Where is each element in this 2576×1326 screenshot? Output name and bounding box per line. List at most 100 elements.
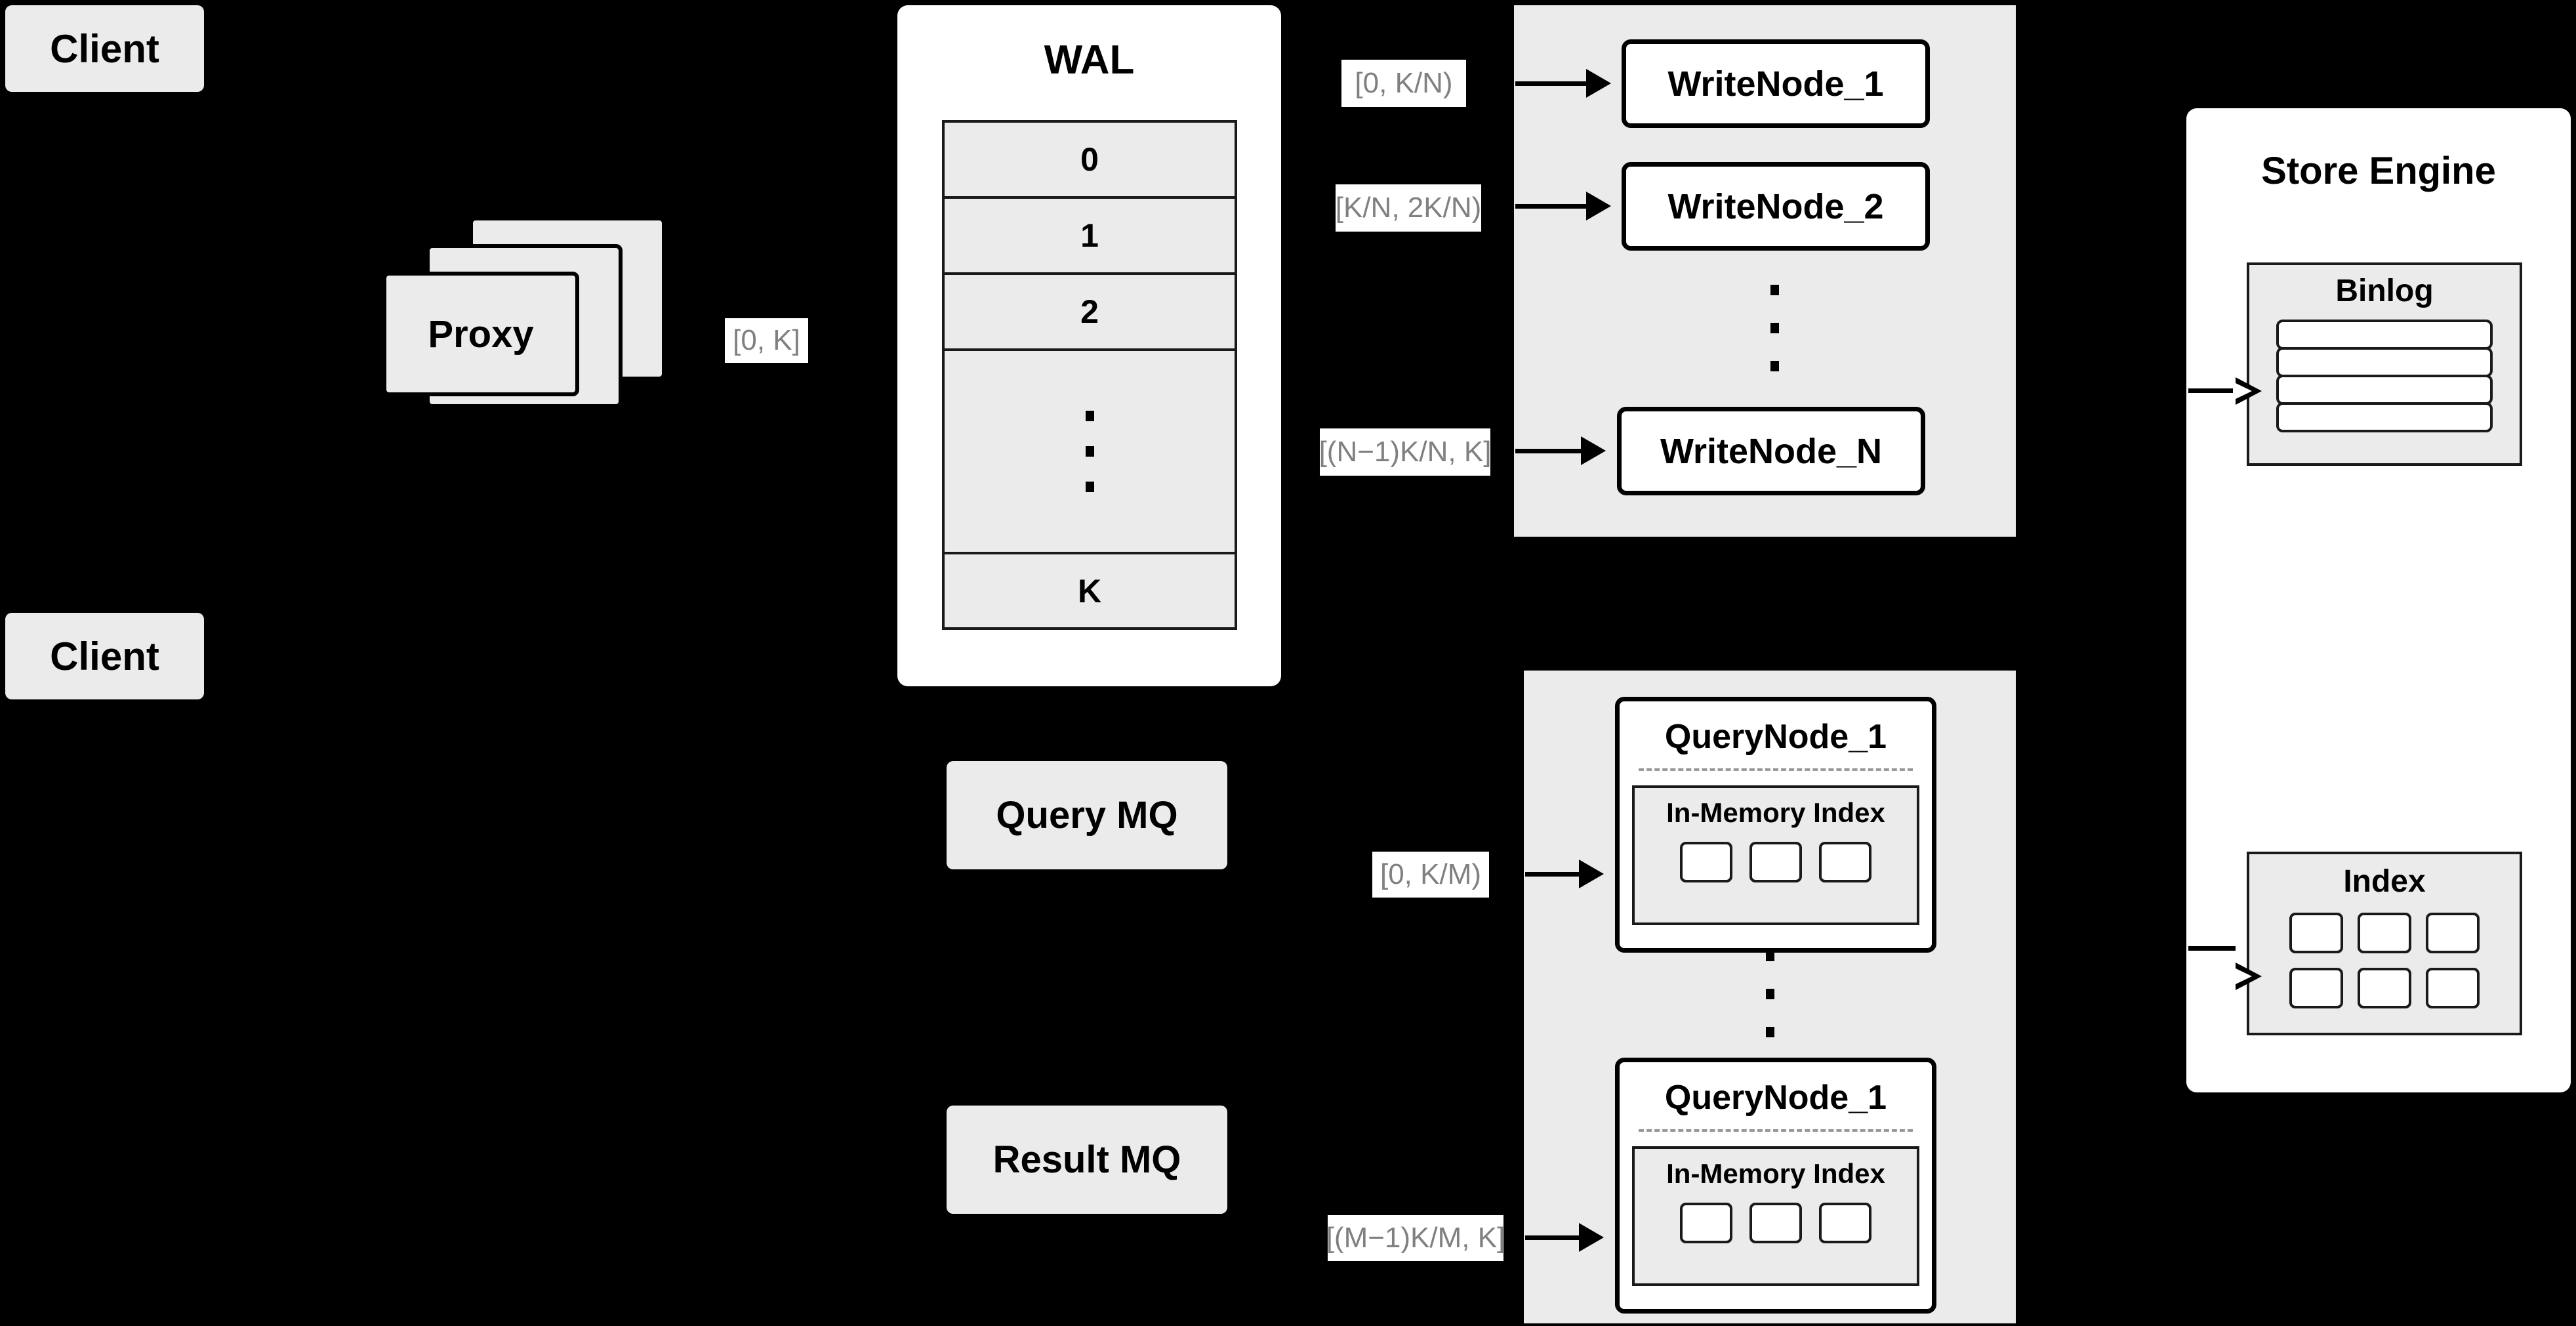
client-box-1[interactable]: Client [5, 5, 204, 92]
query-node-2-arrow-line [1525, 1235, 1579, 1240]
binlog-row-1 [2276, 320, 2493, 350]
query-node-2-index-cells [1680, 1203, 1871, 1243]
binlog-arrow-head [2233, 377, 2262, 405]
write-node-1[interactable]: WriteNode_1 [1622, 39, 1930, 128]
query-node-1-range-label: [0, K/M) [1372, 852, 1489, 898]
query-node-1-index-box: In-Memory Index [1632, 785, 1919, 925]
binlog-row-4 [2276, 402, 2493, 432]
query-node-1[interactable]: QueryNode_1 In-Memory Index [1615, 697, 1936, 953]
wal-row-ellipsis [945, 350, 1235, 555]
write-node-n-range-text: [(N−1)K/N, K] [1319, 436, 1492, 468]
query-node-2-index-title: In-Memory Index [1666, 1158, 1885, 1189]
write-node-1-range-text: [0, K/N) [1355, 67, 1453, 99]
store-engine-panel: Store Engine Binlog Index [2186, 108, 2571, 1092]
write-node-n-arrow-line [1515, 449, 1581, 453]
binlog-row-3 [2276, 375, 2493, 405]
binlog-rows [2276, 320, 2493, 432]
edge-label-proxy-to-wal-text: [0, K] [733, 324, 800, 356]
index-cell-2-1 [2289, 968, 2343, 1008]
query-node-2-range-text: [(M−1)K/M, K] [1326, 1222, 1505, 1254]
query-cluster-ellipsis [1760, 932, 1780, 1056]
query-mq-box[interactable]: Query MQ [947, 761, 1227, 869]
write-node-1-label: WriteNode_1 [1667, 64, 1884, 104]
write-node-1-range-label: [0, K/N) [1341, 60, 1466, 107]
query-node-2-label: QueryNode_1 [1664, 1079, 1887, 1117]
edge-label-proxy-to-wal: [0, K] [725, 318, 808, 363]
index-grid-row-1 [2289, 913, 2480, 953]
write-node-n[interactable]: WriteNode_N [1617, 407, 1925, 495]
index-cell-1-1 [2289, 913, 2343, 953]
wal-ellipsis-dot-3 [1085, 481, 1094, 492]
binlog-title: Binlog [2335, 274, 2434, 308]
query-node-1-arrow-head [1579, 860, 1604, 888]
wal-row-2: 2 [945, 274, 1235, 351]
wal-table: 0 1 2 K [942, 120, 1237, 630]
proxy-card-front[interactable]: Proxy [382, 272, 579, 396]
write-cluster-ellipsis [1765, 276, 1784, 381]
query-node-1-index-title: In-Memory Index [1666, 797, 1885, 828]
query-node-2-index-cell-3 [1819, 1203, 1871, 1243]
binlog-row-2 [2276, 347, 2493, 377]
query-node-2-separator [1638, 1129, 1913, 1132]
query-node-1-range-text: [0, K/M) [1380, 858, 1482, 890]
write-node-n-range-label: [(N−1)K/N, K] [1319, 428, 1492, 476]
query-node-2[interactable]: QueryNode_1 In-Memory Index [1615, 1058, 1936, 1314]
wal-row-k: K [945, 554, 1235, 627]
write-node-2-range-label: [K/N, 2K/N) [1336, 184, 1481, 232]
query-node-1-label: QueryNode_1 [1664, 718, 1887, 756]
query-node-2-range-label: [(M−1)K/M, K] [1326, 1215, 1505, 1261]
index-cell-1-2 [2358, 913, 2411, 953]
query-node-1-separator [1638, 768, 1913, 771]
query-node-1-index-cell-2 [1749, 842, 1802, 882]
proxy-label: Proxy [428, 312, 534, 356]
wal-ellipsis-dot-2 [1085, 445, 1094, 457]
write-node-1-arrow-line [1515, 81, 1586, 86]
query-node-2-arrow-head [1579, 1223, 1604, 1252]
result-mq-box[interactable]: Result MQ [947, 1106, 1227, 1214]
write-node-n-label: WriteNode_N [1660, 431, 1883, 471]
query-mq-label: Query MQ [996, 794, 1178, 837]
query-ellipsis-dot-1 [1765, 951, 1774, 961]
write-ellipsis-dot-3 [1770, 361, 1779, 371]
query-node-2-index-box: In-Memory Index [1632, 1146, 1919, 1286]
index-arrow-head [2233, 963, 2262, 990]
write-node-2-range-text: [K/N, 2K/N) [1335, 192, 1482, 224]
binlog-arrow-line [2188, 388, 2236, 393]
write-ellipsis-dot-1 [1770, 285, 1779, 295]
index-cell-1-3 [2426, 913, 2480, 953]
query-node-2-index-cell-1 [1680, 1203, 1732, 1243]
binlog-box: Binlog [2247, 262, 2522, 466]
query-ellipsis-dot-3 [1765, 1027, 1774, 1037]
index-cell-2-3 [2426, 968, 2480, 1008]
query-node-1-index-cells [1680, 842, 1871, 882]
index-grid [2289, 913, 2480, 1008]
index-arrow-line [2188, 946, 2236, 951]
wal-ellipsis-dot-1 [1085, 410, 1094, 421]
wal-row-0: 0 [945, 123, 1235, 199]
query-node-1-index-cell-1 [1680, 842, 1732, 882]
result-mq-label: Result MQ [992, 1138, 1181, 1181]
write-node-2-arrow-line [1515, 204, 1586, 209]
proxy-stack[interactable]: Proxy [382, 217, 678, 433]
write-node-2-label: WriteNode_2 [1667, 186, 1884, 226]
index-cell-2-2 [2358, 968, 2411, 1008]
wal-panel: WAL 0 1 2 K [897, 5, 1281, 686]
write-ellipsis-dot-2 [1770, 323, 1779, 333]
write-node-2-arrow-head [1586, 192, 1611, 220]
query-node-1-index-cell-3 [1819, 842, 1871, 882]
index-box: Index [2247, 852, 2522, 1035]
store-engine-title: Store Engine [2261, 150, 2496, 192]
write-node-2[interactable]: WriteNode_2 [1622, 162, 1930, 251]
write-node-1-arrow-head [1586, 69, 1611, 98]
index-grid-row-2 [2289, 968, 2480, 1008]
client-box-2[interactable]: Client [5, 613, 204, 699]
client-label-1: Client [50, 26, 159, 71]
wal-title: WAL [1044, 37, 1135, 83]
query-node-1-arrow-line [1525, 872, 1579, 877]
wal-row-1: 1 [945, 198, 1235, 275]
query-ellipsis-dot-2 [1765, 989, 1774, 999]
client-label-2: Client [50, 634, 159, 678]
write-node-n-arrow-head [1581, 436, 1606, 465]
query-node-2-index-cell-2 [1749, 1203, 1802, 1243]
